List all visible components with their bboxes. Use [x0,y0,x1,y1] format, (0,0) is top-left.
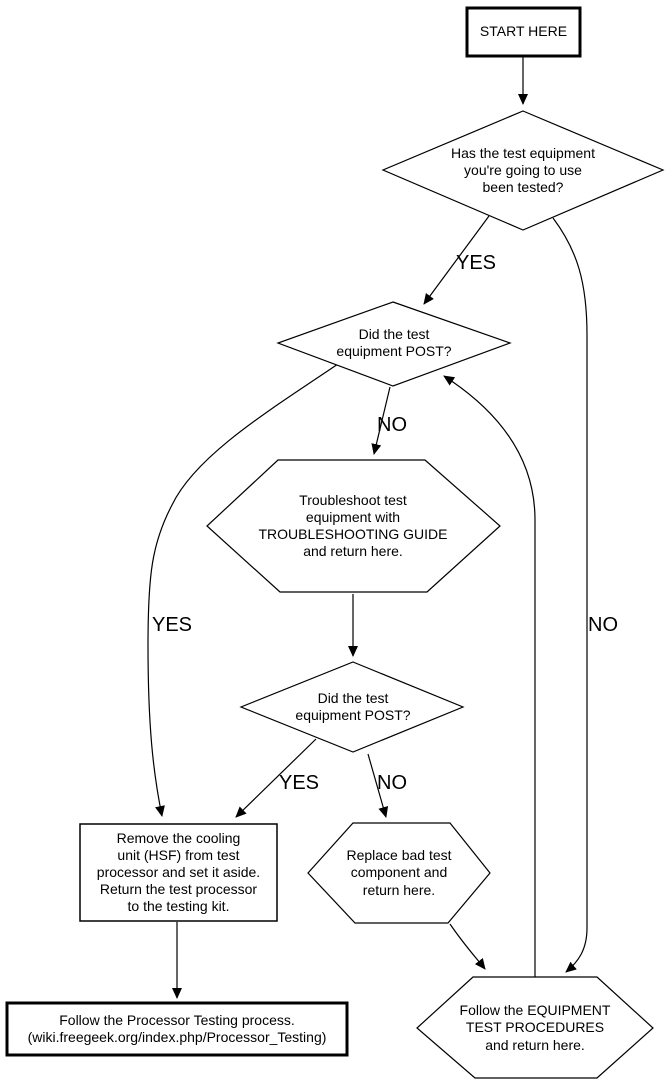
node-processor-testing-label: Follow the Processor Testing process. (w… [27,1011,327,1045]
edge-post1-yes-to-remove [147,363,339,817]
node-post-check-2-shape [239,661,465,753]
node-post-check-1-label: Did the test equipment POST? [336,325,452,359]
node-equipment-procedures-label: Follow the EQUIPMENT TEST PROCEDURES and… [459,1002,611,1053]
node-remove-cooling-shape [79,823,278,922]
node-troubleshoot-label: Troubleshoot test equipment with TROUBLE… [258,491,448,560]
edge-post2-yes-to-remove [235,738,317,818]
edge-tested-yes-to-post1 [423,215,490,305]
edge-replace-to-procedures [449,923,486,970]
edge-post1-no-to-troubleshoot [371,386,391,455]
node-replace-component-shape [307,822,491,924]
node-replace-component-label: Replace bad test component and return he… [346,847,452,898]
node-equipment-tested-label: Has the test equipment you're going to u… [451,144,595,196]
edge-label-tested-no: NO [588,614,618,636]
node-remove-cooling-label: Remove the cooling unit (HSF) from test … [96,829,261,915]
edge-label-post2-yes: YES [279,772,320,794]
node-processor-testing-shape [5,1001,349,1057]
node-post-check-2-label: Did the test equipment POST? [295,689,411,723]
node-equipment-tested-shape [381,110,665,231]
edge-post2-no-to-replace [367,753,389,818]
edge-label-post1-no: NO [377,414,407,436]
node-equipment-procedures-shape [416,976,654,1079]
node-troubleshoot-shape [206,459,501,593]
edge-label-tested-yes: YES [456,252,497,274]
node-post-check-1-shape [276,301,512,387]
edge-tested-no-to-procedures [552,217,588,973]
node-start-shape [465,6,582,58]
edge-label-post1-yes: YES [152,614,193,636]
node-start-label: START HERE [479,23,568,40]
edge-label-post2-no: NO [377,772,407,794]
edge-procedures-return-to-post1 [443,375,536,977]
